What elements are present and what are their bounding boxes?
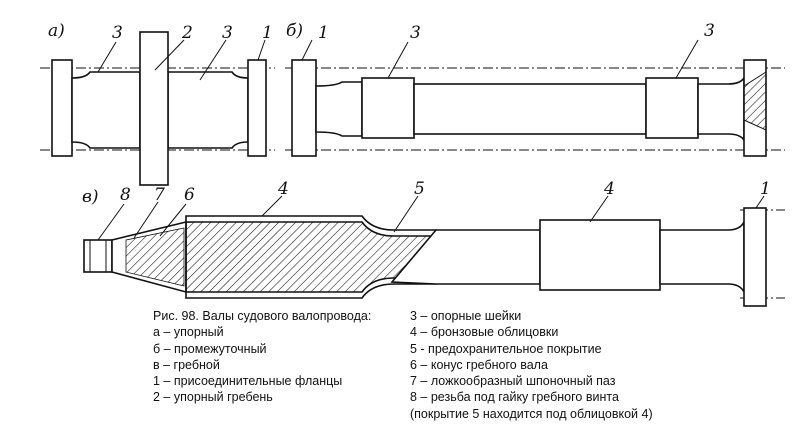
caption-item: в – гребной (153, 357, 220, 372)
caption-item: (покрытие 5 находится под облицовкой 4) (410, 406, 653, 421)
caption-item: 3 – опорные шейки (410, 309, 522, 323)
caption-item: 5 - предохранительное покрытие (410, 341, 602, 356)
thrust-shaft-view: а) 3 2 3 1 (40, 21, 275, 186)
shaft-body-b-1 (315, 81, 363, 137)
leader-a-2 (154, 39, 185, 71)
caption-item: 2 – упорный гребень (153, 390, 273, 405)
view-label-v: в) (82, 187, 99, 207)
leader-v-4-left (261, 195, 283, 217)
caption-item: б – промежуточный (153, 341, 267, 356)
callout-a-3-left: 3 (112, 23, 123, 43)
leader-v-1 (755, 195, 765, 209)
leader-b-3-right (675, 39, 699, 79)
flange-v (743, 207, 767, 307)
view-label-a: а) (48, 21, 65, 41)
leader-a-1 (257, 39, 266, 61)
callout-v-5: 5 (414, 179, 425, 199)
callout-v-1: 1 (760, 179, 771, 199)
shaft-body-v-2 (659, 221, 745, 293)
shaft-body-v-1 (390, 229, 541, 285)
caption-item: а – упорный (153, 325, 224, 340)
caption-item: 4 – бронзовые облицовки (410, 325, 559, 340)
flange-right-a (247, 59, 267, 157)
callout-v-7: 7 (154, 185, 165, 205)
callout-v-4-right: 4 (603, 179, 615, 199)
liner-right (539, 219, 661, 291)
leader-a-3-right (199, 39, 227, 81)
journal-left-b (361, 77, 415, 139)
caption-item: 1 – присоединительные фланцы (153, 374, 343, 389)
callout-a-2: 2 (181, 23, 193, 43)
caption-left-column: Рис. 98. Валы судового валопровода: а – … (153, 308, 371, 406)
leader-v-6 (159, 203, 187, 237)
propeller-shaft-view: в) 8 7 6 4 5 4 1 (82, 179, 785, 307)
journal-left-a (71, 71, 141, 149)
journal-right-b (645, 77, 699, 139)
leader-v-8 (97, 203, 125, 241)
callout-v-6: 6 (184, 185, 195, 205)
flange-left-b (291, 59, 317, 157)
callout-v-4-left: 4 (277, 179, 289, 199)
caption-item: 8 – резьба под гайку гребного винта (410, 390, 619, 405)
callout-a-1: 1 (262, 23, 273, 43)
view-label-b: б) (286, 21, 303, 41)
leader-v-4-right (589, 195, 609, 223)
leader-v-5 (393, 195, 419, 233)
leader-v-7 (133, 201, 159, 239)
intermediate-shaft-view: б) 1 3 3 (285, 21, 785, 157)
callout-a-3-right: 3 (222, 23, 233, 43)
callout-b-3-right: 3 (704, 21, 715, 41)
cone-section-hatch (125, 227, 185, 287)
flange-section-hatch-b (743, 71, 767, 131)
flange-left-a (51, 59, 73, 157)
shaft-body-b-3 (697, 75, 745, 143)
caption-title: Рис. 98. Валы судового валопровода: (153, 309, 372, 323)
leader-b-1 (301, 39, 313, 61)
leader-a-3-left (97, 41, 117, 73)
thread-end (83, 239, 113, 273)
caption-right-column: 3 – опорные шейки 4 – бронзовые облицовк… (410, 308, 653, 422)
shaft-body-b-2 (413, 83, 647, 135)
thrust-collar (139, 31, 169, 186)
journal-right-a (167, 71, 249, 149)
callout-b-3-left: 3 (410, 23, 421, 43)
leader-b-3-left (387, 41, 409, 79)
caption-item: 7 – ложкообразный шпоночный паз (410, 374, 616, 389)
callout-b-1: 1 (318, 23, 329, 43)
caption-item: 6 – конус гребного вала (410, 357, 548, 372)
callout-v-8: 8 (120, 185, 131, 205)
